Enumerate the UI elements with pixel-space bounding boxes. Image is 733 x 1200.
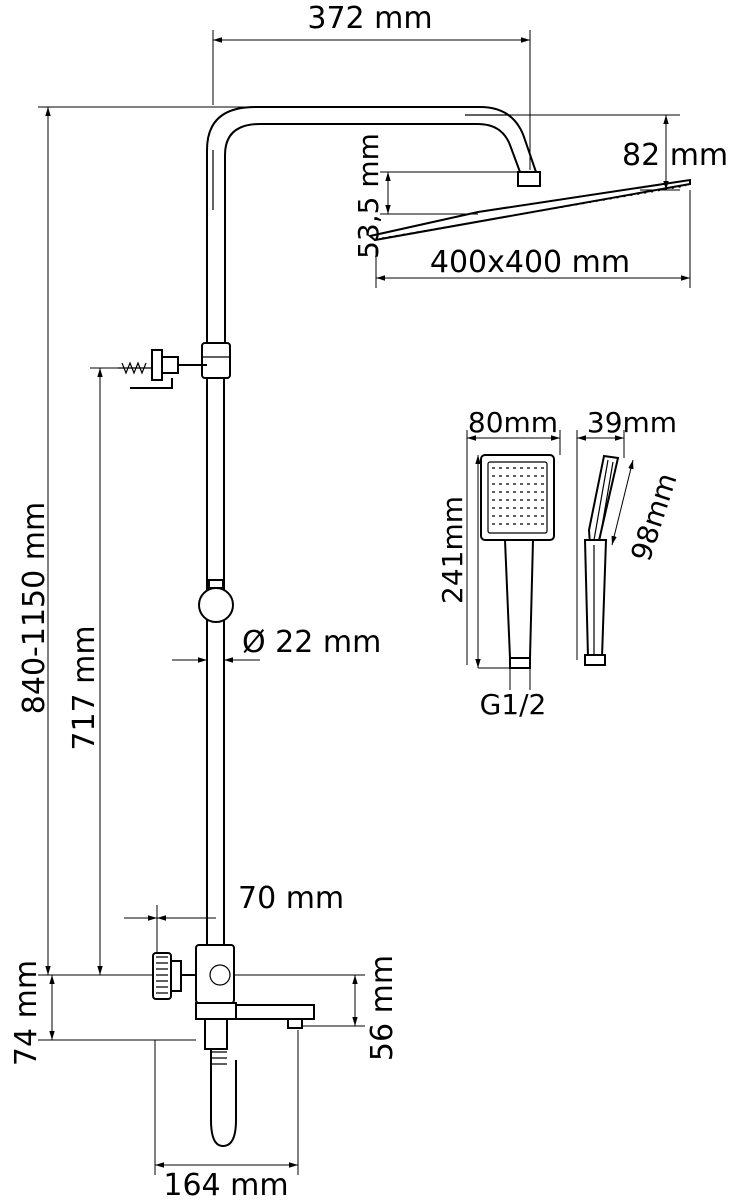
label-bracket-height: 717 mm <box>67 625 102 750</box>
label-hand-depth: 39mm <box>587 406 677 439</box>
shower-column <box>198 106 537 945</box>
nozzle-row <box>381 185 687 239</box>
label-spout-drop: 56 mm <box>365 955 400 1061</box>
label-arm-drop: 82 mm <box>622 138 728 173</box>
rain-shower-head <box>367 171 691 242</box>
label-hose-thread: G1/2 <box>480 688 547 721</box>
label-arm-reach: 372 mm <box>307 1 432 36</box>
label-mixer-offset: 70 mm <box>238 881 344 916</box>
label-hand-head-width: 80mm <box>468 406 558 439</box>
overhead-arm <box>206 106 537 345</box>
label-head-height: 53,5 mm <box>352 133 385 259</box>
thermostat-knob <box>152 952 172 1000</box>
diverter-knob <box>198 587 234 623</box>
shower-hose <box>210 1049 237 1148</box>
label-pipe-diameter: Ø 22 mm <box>242 625 381 660</box>
label-total-height: 840-1150 mm <box>17 502 52 714</box>
hand-shower-front <box>480 454 555 669</box>
mixer-unit <box>152 944 315 1148</box>
label-hand-length: 241mm <box>436 496 469 604</box>
bath-spout <box>235 1004 315 1020</box>
dimension-lines <box>38 30 691 1175</box>
label-mixer-height: 74 mm <box>9 960 44 1066</box>
label-spout-reach: 164 mm <box>163 1168 288 1200</box>
wall-bracket <box>118 349 207 389</box>
hand-shower-side <box>583 454 620 666</box>
pipe-coupling <box>201 342 231 379</box>
label-head-size: 400x400 mm <box>430 245 630 280</box>
label-hand-head-depth: 98mm <box>624 469 683 565</box>
